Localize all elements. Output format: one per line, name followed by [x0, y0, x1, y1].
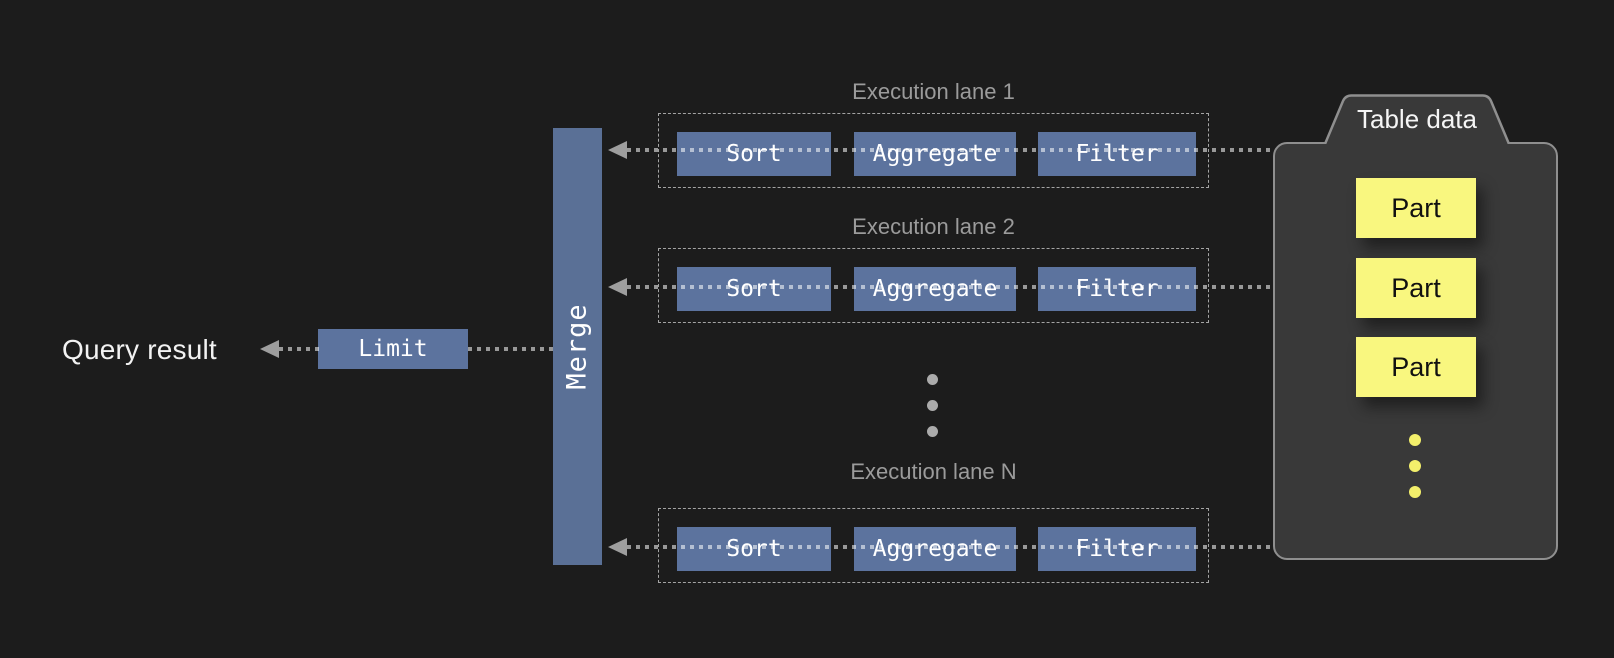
laneN-filter-box: Filter	[1038, 527, 1196, 571]
part-ellipsis-dot-icon	[1409, 486, 1421, 498]
limit-operator-label: Limit	[358, 336, 428, 362]
part-ellipsis-dot-icon	[1409, 434, 1421, 446]
part-label: Part	[1391, 351, 1441, 382]
table-data-tab	[1323, 94, 1511, 144]
connector-merge-to-limit	[468, 347, 553, 351]
lane-ellipsis-dot-icon	[927, 426, 938, 437]
operator-label: Filter	[1075, 141, 1159, 167]
lane1-frame: Sort Aggregate Filter	[658, 113, 1209, 188]
lane-ellipsis-dot-icon	[927, 400, 938, 411]
operator-label: Aggregate	[872, 276, 998, 302]
part-box: Part	[1356, 337, 1476, 397]
merge-operator-bar: Merge	[553, 128, 602, 565]
lane2-title: Execution lane 2	[852, 214, 1015, 239]
query-result-label: Query result	[62, 334, 217, 365]
table-data-title: Table data	[1357, 104, 1477, 134]
laneN-frame: Sort Aggregate Filter	[658, 508, 1209, 583]
laneN-aggregate-box: Aggregate	[854, 527, 1016, 571]
operator-label: Aggregate	[872, 141, 998, 167]
lane2-filter-box: Filter	[1038, 267, 1196, 311]
laneN-title: Execution lane N	[850, 459, 1017, 484]
operator-label: Sort	[726, 536, 782, 562]
part-box: Part	[1356, 178, 1476, 238]
lane1-sort-box: Sort	[677, 132, 831, 176]
connector-limit-to-result	[279, 347, 321, 351]
part-box: Part	[1356, 258, 1476, 318]
lane-ellipsis-dot-icon	[927, 374, 938, 385]
connector-laneN	[627, 545, 1273, 549]
operator-label: Filter	[1075, 536, 1159, 562]
limit-operator-box: Limit	[318, 329, 468, 369]
connector-lane1	[627, 148, 1273, 152]
operator-label: Sort	[726, 276, 782, 302]
arrow-left-icon	[608, 141, 627, 159]
part-label: Part	[1391, 192, 1441, 223]
operator-label: Sort	[726, 141, 782, 167]
lane1-title: Execution lane 1	[852, 79, 1015, 104]
connector-lane2	[627, 285, 1273, 289]
lane1-aggregate-box: Aggregate	[854, 132, 1016, 176]
arrow-left-icon	[608, 538, 627, 556]
part-label: Part	[1391, 272, 1441, 303]
lane2-sort-box: Sort	[677, 267, 831, 311]
operator-label: Aggregate	[872, 536, 998, 562]
arrow-left-icon	[260, 340, 279, 358]
merge-operator-label: Merge	[562, 303, 593, 390]
lane2-aggregate-box: Aggregate	[854, 267, 1016, 311]
lane2-frame: Sort Aggregate Filter	[658, 248, 1209, 323]
operator-label: Filter	[1075, 276, 1159, 302]
arrow-left-icon	[608, 278, 627, 296]
lane1-filter-box: Filter	[1038, 132, 1196, 176]
laneN-sort-box: Sort	[677, 527, 831, 571]
part-ellipsis-dot-icon	[1409, 460, 1421, 472]
